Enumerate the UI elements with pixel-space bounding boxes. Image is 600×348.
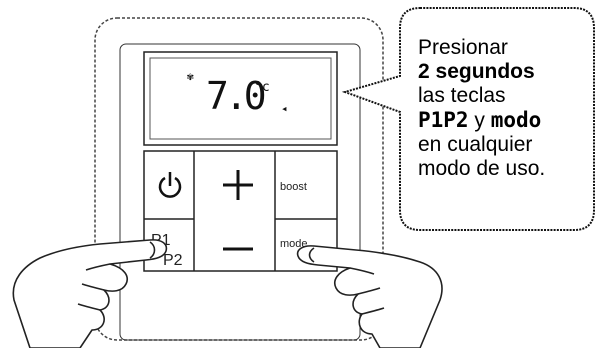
thermostat-inner-frame xyxy=(119,43,361,341)
signal-icon: ◂ xyxy=(281,102,288,115)
button-grid xyxy=(143,150,338,272)
callout-conjunction: y xyxy=(468,109,491,132)
mode-label: mode xyxy=(280,238,308,250)
p2-label: P2 xyxy=(163,252,183,269)
boost-button[interactable]: boost xyxy=(276,152,336,218)
temperature-readout: 7.0 xyxy=(206,74,265,118)
mode-button[interactable]: mode xyxy=(276,220,336,270)
callout-keys-p1p2: P1P2 xyxy=(418,108,469,132)
callout-key-modo: modo xyxy=(490,108,542,132)
speech-callout-bubble xyxy=(341,7,595,231)
callout-line-2: 2 segundos xyxy=(418,60,535,83)
right-hand-illustration xyxy=(296,245,443,348)
boost-label: boost xyxy=(280,181,307,193)
minus-button[interactable] xyxy=(195,220,274,270)
left-hand-illustration xyxy=(12,239,168,348)
callout-line-5: en cualquier xyxy=(418,133,533,156)
callout-line-3: las teclas xyxy=(418,84,506,107)
plus-icon xyxy=(223,170,253,200)
snowflake-icon: ✾ xyxy=(187,70,194,83)
temperature-unit: °c xyxy=(254,80,270,95)
callout-line-1: Presionar xyxy=(418,36,508,59)
power-button[interactable] xyxy=(145,152,193,218)
callout-line-6: modo de uso. xyxy=(418,157,546,180)
callout-line-4: P1P2 y modo xyxy=(418,108,590,133)
lcd-display xyxy=(143,51,338,146)
power-icon xyxy=(158,172,182,198)
callout-text: Presionar 2 segundos las teclas P1P2 y m… xyxy=(418,36,590,181)
plus-button[interactable] xyxy=(195,152,274,218)
